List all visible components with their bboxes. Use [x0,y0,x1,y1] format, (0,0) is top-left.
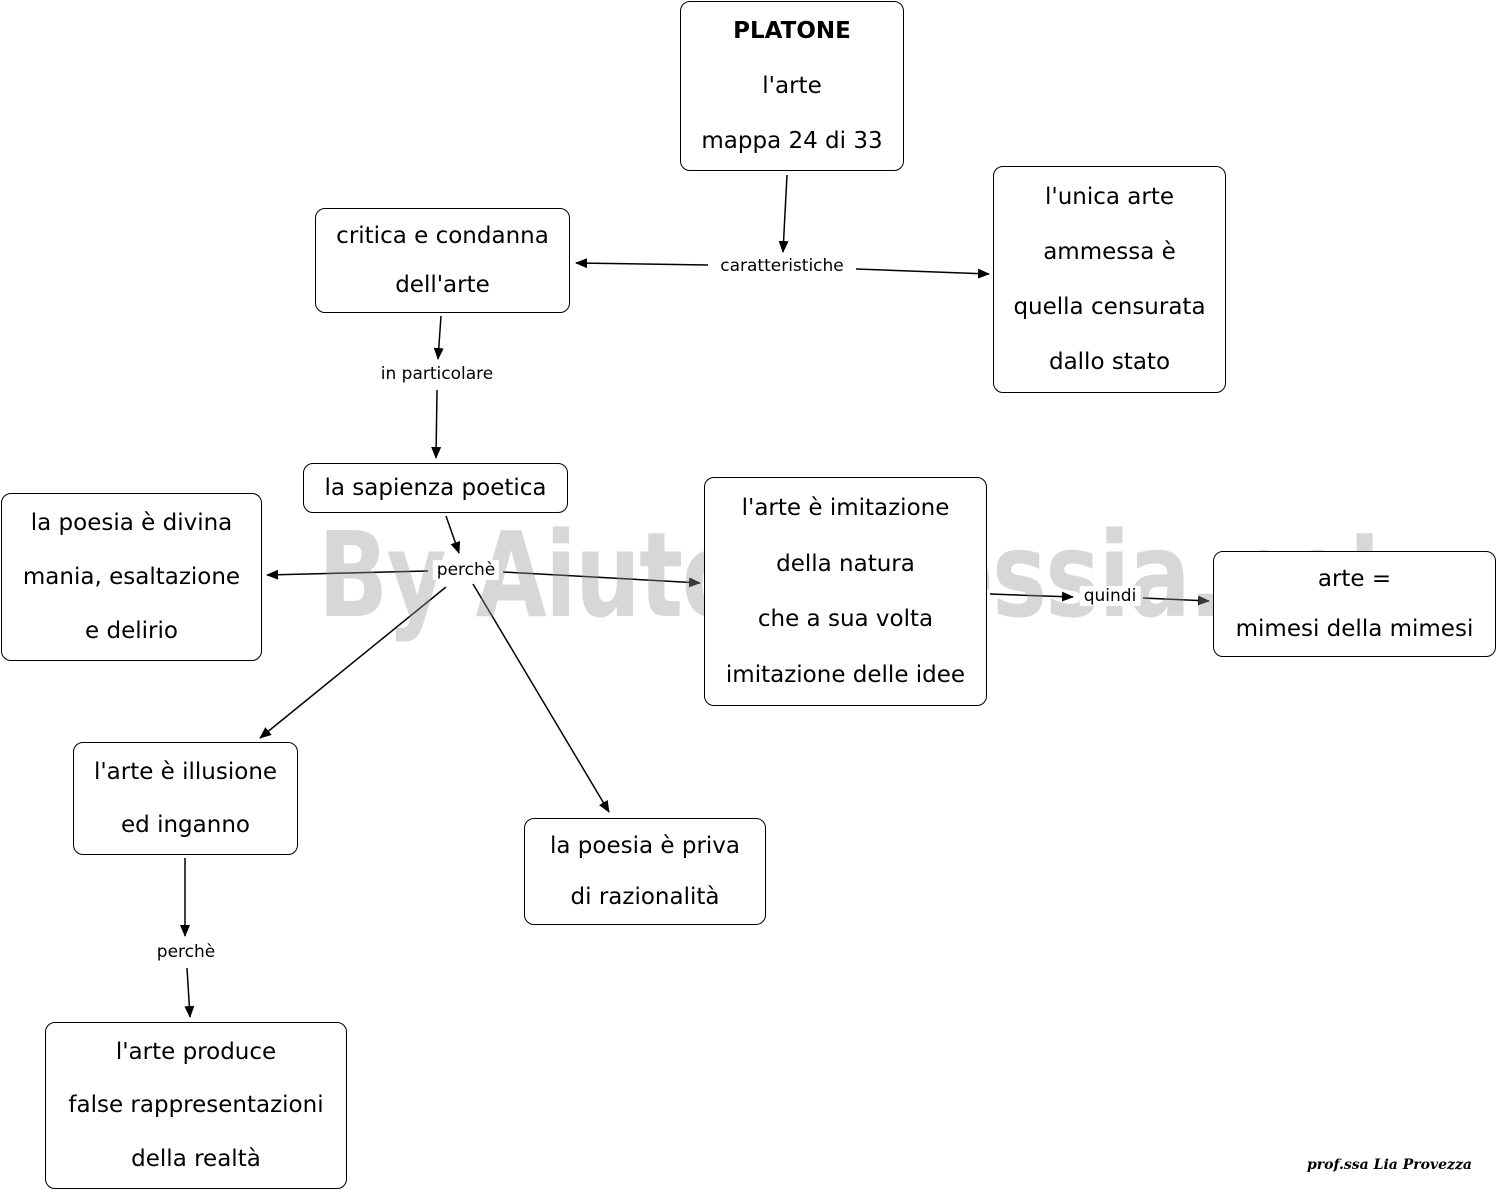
node-illusione-line: ed inganno [121,812,250,839]
link-label-quindi: quindi [1079,586,1141,606]
node-unica-arte-line: dallo stato [1048,349,1171,376]
node-illusione-line: l'arte è illusione [93,758,278,785]
connector-quindi-to-mimesi [1142,595,1210,606]
connector-critica-to-in-particolare [433,315,444,360]
connector-perche-to-illusione [259,586,447,739]
node-sapienza-line: la sapienza poetica [324,475,547,501]
connector-imitazione-to-quindi [989,591,1074,602]
connector-perche-to-priva [472,583,610,813]
node-poesia-divina-line: e delirio [85,618,178,644]
node-sapienza[interactable]: la sapienza poetica [303,463,568,513]
node-produce[interactable]: l'arte produce false rappresentazioni de… [45,1022,347,1189]
node-priva-line: la poesia è priva [549,833,740,860]
author-credit: prof.ssa Lia Provezza [1307,1157,1472,1173]
connector-perche-to-imitazione [502,571,701,588]
link-label-perche-lower: perchè [152,942,220,962]
node-mimesi-line: arte = [1317,566,1392,592]
node-critica[interactable]: critica e condanna dell'arte [315,208,570,313]
node-produce-line: false rappresentazioni [68,1092,324,1119]
node-platone-line: PLATONE [733,18,851,45]
node-mimesi-line: mimesi della mimesi [1235,616,1474,642]
node-critica-line: critica e condanna [336,222,549,249]
node-illusione[interactable]: l'arte è illusione ed inganno [73,742,298,855]
node-unica-arte-line: l'unica arte [1044,183,1175,210]
connector-perche-to-poesia-divina [266,569,429,580]
node-critica-line: dell'arte [395,272,490,299]
node-imitazione-line: l'arte è imitazione [741,494,950,521]
node-platone[interactable]: PLATONE l'arte mappa 24 di 33 [680,1,904,171]
connector-sapienza-to-perche [445,515,461,554]
node-poesia-divina[interactable]: la poesia è divina mania, esaltazione e … [1,493,262,661]
node-unica-arte[interactable]: l'unica arte ammessa è quella censurata … [993,166,1226,393]
node-poesia-divina-line: mania, esaltazione [22,564,241,590]
node-imitazione-line: imitazione delle idee [725,662,966,689]
node-platone-line: mappa 24 di 33 [701,127,883,154]
link-label-caratteristiche: caratteristiche [716,256,848,276]
node-priva-line: di razionalità [570,883,720,910]
node-imitazione[interactable]: l'arte è imitazione della natura che a s… [704,477,987,706]
link-label-in-particolare: in particolare [376,364,498,384]
node-imitazione-line: che a sua volta [757,606,934,633]
node-mimesi[interactable]: arte = mimesi della mimesi [1213,551,1496,657]
node-priva[interactable]: la poesia è priva di razionalità [524,818,766,925]
connector-caratteristiche-to-critica [575,258,709,269]
connector-caratteristiche-to-unica-arte [855,268,990,279]
node-produce-line: l'arte produce [115,1038,277,1065]
node-produce-line: della realtà [131,1146,261,1173]
link-label-perche: perchè [432,560,500,580]
node-poesia-divina-line: la poesia è divina [30,510,233,536]
node-imitazione-line: della natura [776,550,915,577]
node-unica-arte-line: ammessa è [1043,238,1176,265]
connector-platone-to-caratteristiche [778,174,789,253]
node-platone-line: l'arte [762,72,822,99]
node-unica-arte-line: quella censurata [1013,294,1206,321]
connector-in-particolare-to-sapienza [431,389,442,459]
connector-perche-to-produce [184,967,195,1018]
